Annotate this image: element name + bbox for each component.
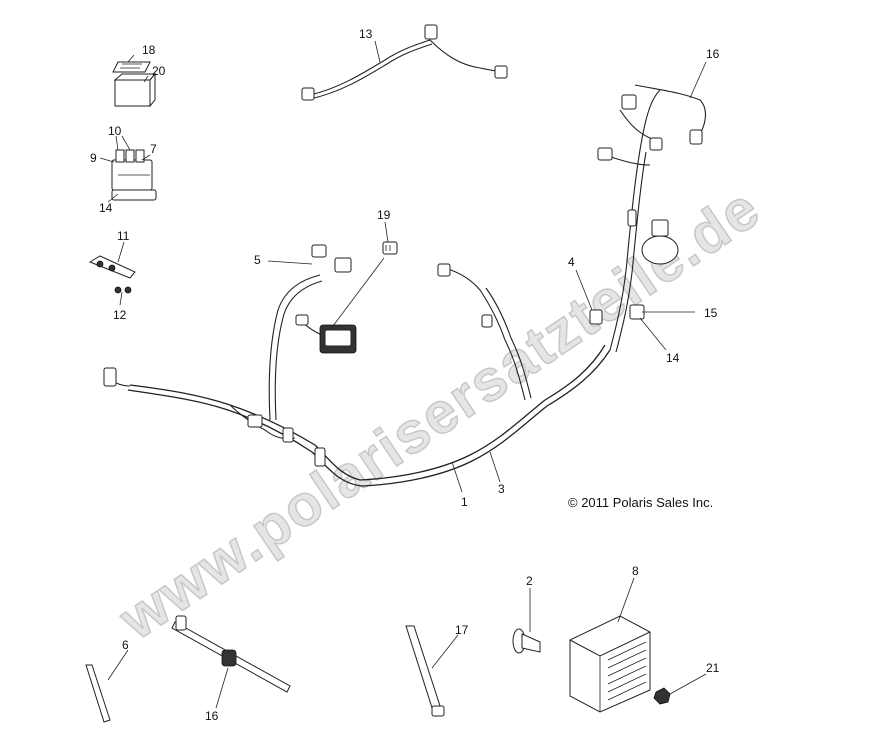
nut-21: [653, 687, 671, 705]
part-18-20: [112, 61, 157, 108]
callout-14-fuse: 14: [99, 201, 113, 215]
callouts: 18 20 10 7 9 14 11 12 13 5 19 4 16 15 14…: [90, 27, 720, 723]
leader-lines: [99, 40, 707, 709]
main-harness: [103, 84, 706, 487]
callout-10: 10: [108, 124, 122, 138]
callout-2: 2: [526, 574, 533, 588]
copyright-notice: © 2011 Polaris Sales Inc.: [568, 495, 714, 510]
callout-3: 3: [498, 482, 505, 496]
callout-13: 13: [359, 27, 373, 41]
callout-1: 1: [461, 495, 468, 509]
callout-14-harness: 14: [666, 351, 680, 365]
rivet-2: [512, 628, 541, 654]
callout-5: 5: [254, 253, 261, 267]
cable-tie-17: [405, 625, 445, 717]
callout-20: 20: [152, 64, 166, 78]
callout-4: 4: [568, 255, 575, 269]
harness-13: [301, 24, 508, 101]
fuse-block: [111, 149, 157, 201]
callout-12: 12: [113, 308, 127, 322]
callout-18: 18: [142, 43, 156, 57]
callout-8: 8: [632, 564, 639, 578]
bracket-11-12: [88, 255, 136, 294]
callout-11: 11: [117, 229, 130, 243]
callout-16-bottom: 16: [205, 709, 219, 723]
callout-6: 6: [122, 638, 129, 652]
cable-tie-6: [85, 664, 111, 723]
part-19: [382, 241, 398, 255]
callout-16-top: 16: [706, 47, 720, 61]
callout-15: 15: [704, 306, 718, 320]
regulator-8: [569, 615, 651, 713]
callout-9: 9: [90, 151, 97, 165]
callout-17: 17: [455, 623, 469, 637]
callout-19: 19: [377, 208, 391, 222]
clamp-strap-16: [171, 615, 291, 693]
callout-21: 21: [706, 661, 720, 675]
callout-7: 7: [150, 142, 157, 156]
